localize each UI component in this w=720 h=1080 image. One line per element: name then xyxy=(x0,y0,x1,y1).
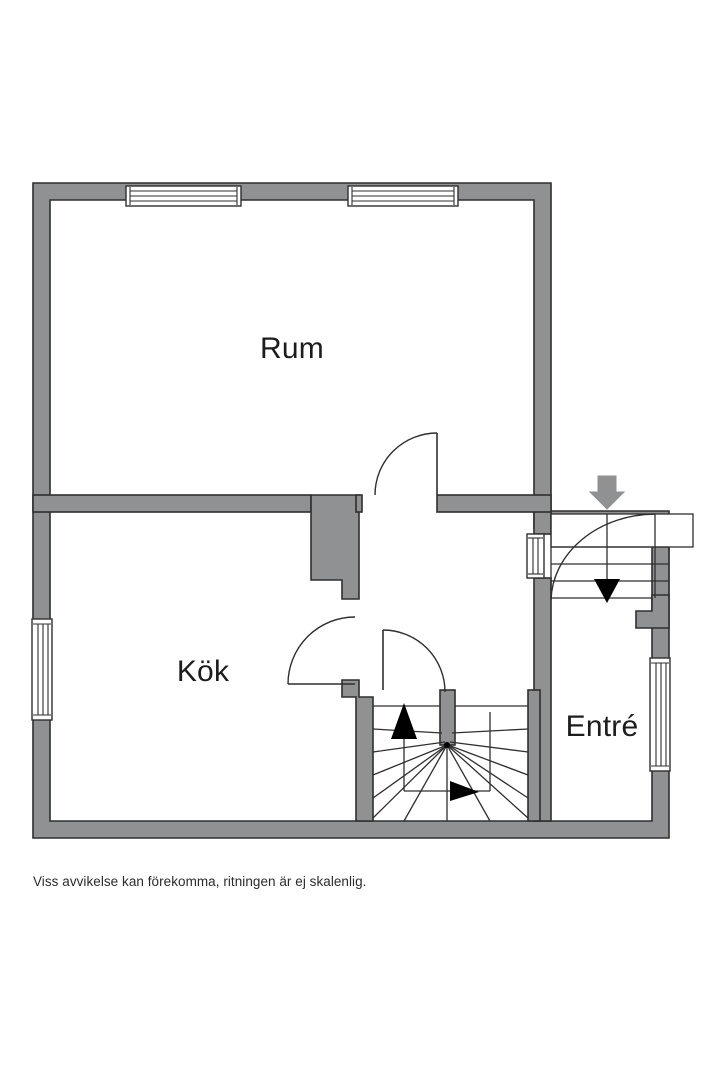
stair-turn-arrow xyxy=(450,781,479,801)
room-label-rum: Rum xyxy=(260,332,324,365)
room-labels-group: Rum Kök Entré xyxy=(177,332,639,743)
entrance-down-arrow-black xyxy=(594,579,620,603)
door-kok-hall xyxy=(287,616,356,685)
window-kok-west xyxy=(31,618,53,721)
door-entre-front-arc xyxy=(550,513,656,601)
window-entre-east xyxy=(649,657,671,772)
stair-up-arrow xyxy=(391,703,417,739)
room-label-entre: Entré xyxy=(566,710,639,743)
entrance-steps xyxy=(550,475,694,603)
windows-group xyxy=(31,185,671,772)
window-entre-door-side xyxy=(526,533,545,579)
central-pillar-block xyxy=(310,494,360,600)
room-label-kok: Kök xyxy=(177,655,230,688)
rum-hall-partition xyxy=(436,494,552,513)
hall-entre-partition-upper xyxy=(533,510,552,535)
rum-hall-door-jamb xyxy=(355,494,363,513)
staircase-winder xyxy=(372,703,529,822)
entre-northeast-notch xyxy=(635,594,670,629)
door-hall-stair xyxy=(382,629,446,693)
entrance-down-arrow-gray xyxy=(588,475,626,510)
stair-left-jamb xyxy=(341,679,374,822)
rum-kok-partition xyxy=(32,494,312,513)
walls-group xyxy=(32,182,670,839)
door-rum-hall xyxy=(374,432,438,496)
stair-right-jamb xyxy=(527,689,541,822)
stair-newel-wall xyxy=(439,689,456,746)
doors-group xyxy=(287,432,446,693)
window-rum-north-right xyxy=(347,185,459,207)
disclaimer-note: Viss avvikelse kan förekomma, ritningen … xyxy=(33,874,367,889)
window-rum-north-left xyxy=(125,185,242,207)
